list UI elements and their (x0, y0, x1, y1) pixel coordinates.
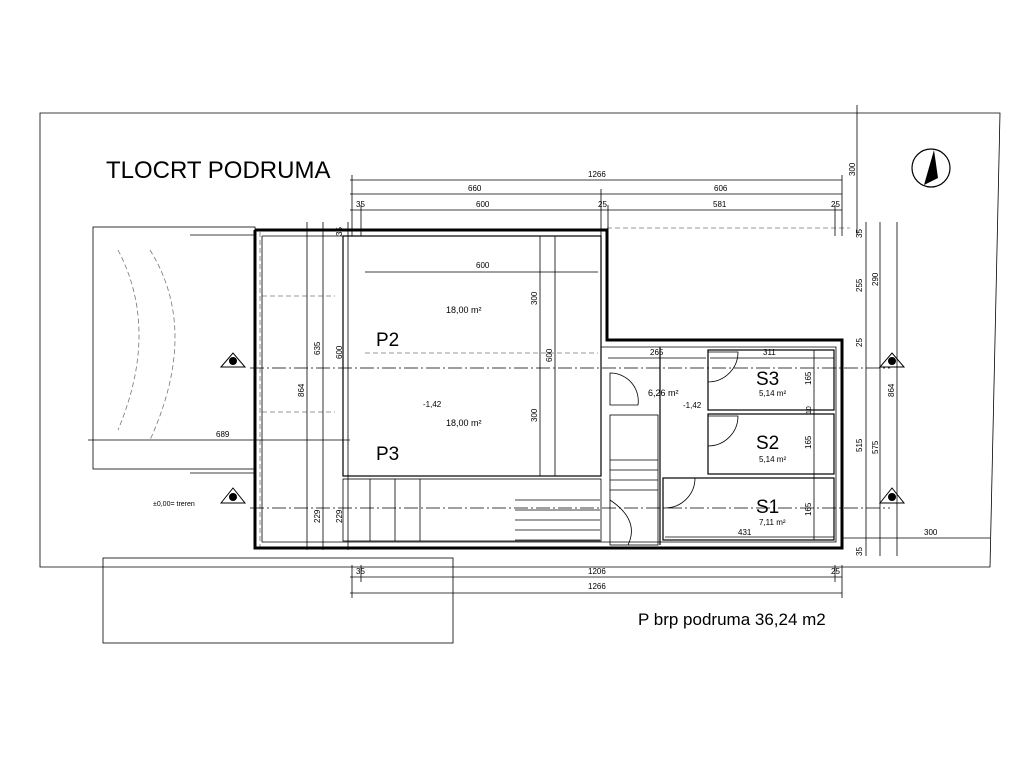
dim-bot-1266: 1266 (588, 582, 606, 591)
dim-s-165a: 165 (804, 371, 813, 385)
section-marker-1-left: 1 (219, 487, 247, 504)
ramp-area (92, 226, 256, 470)
dim-top-300: 300 (848, 162, 857, 176)
door-s1 (664, 477, 696, 509)
dim-room-300b: 300 (530, 408, 539, 422)
parking-room (342, 235, 602, 477)
dim-left-229a: 229 (313, 509, 322, 523)
building-walls (253, 228, 844, 550)
room-area-s1: 7,11 m² (759, 518, 786, 527)
dim-top-606: 606 (714, 184, 728, 193)
dim-s-165c: 165 (804, 502, 813, 516)
area-summary: P brp podruma 36,24 m2 (638, 610, 826, 629)
dim-right-35b: 35 (855, 547, 864, 556)
svg-text:2: 2 (889, 358, 893, 365)
dim-s-10: 10 (806, 406, 813, 414)
dim-right-25: 25 (855, 338, 864, 347)
north-arrow-icon (911, 148, 951, 188)
dim-bot-1206: 1206 (588, 567, 606, 576)
section-marker-2-right: 2 (878, 352, 906, 368)
dim-top-600: 600 (476, 200, 490, 209)
dim-right-300: 300 (924, 528, 938, 537)
dim-right-290: 290 (871, 272, 880, 286)
svg-text:1: 1 (230, 494, 234, 501)
dim-lines-top (350, 105, 858, 236)
dim-right-255: 255 (855, 278, 864, 292)
section-marker-2-left: 2 (219, 352, 247, 368)
dim-right-515: 515 (855, 438, 864, 452)
dim-top-660: 660 (468, 184, 482, 193)
door-s3 (707, 351, 739, 383)
room-area-s2: 5,14 m² (759, 455, 786, 464)
dim-left-600: 600 (335, 345, 344, 359)
door-s2 (707, 415, 739, 447)
dim-room-600-v: 600 (545, 348, 554, 362)
dim-top-581: 581 (713, 200, 727, 209)
dim-top-35: 35 (356, 200, 365, 209)
stairs-lower (342, 478, 602, 542)
dim-top-25b: 25 (831, 200, 840, 209)
dim-left-689: 689 (216, 430, 230, 439)
ramp-swing-arc (117, 249, 140, 431)
dim-lines-bottom (350, 565, 843, 598)
room-area-p2: 18,00 m² (446, 305, 482, 315)
dim-bot-35: 35 (356, 567, 365, 576)
dim-left-229b: 229 (335, 509, 344, 523)
dim-s-311: 311 (763, 348, 776, 357)
dim-top-25a: 25 (598, 200, 607, 209)
drawing-title: TLOCRT PODRUMA (106, 157, 330, 184)
storage-s2 (707, 413, 835, 475)
room-label-s3: S3 (756, 369, 779, 390)
stairs-core (609, 414, 659, 546)
dim-lines-storage (608, 350, 834, 540)
svg-text:1: 1 (889, 494, 893, 501)
room-label-s1: S1 (756, 497, 779, 518)
room-level-p3: -1,42 (423, 400, 442, 409)
dim-s-265: 265 (650, 348, 664, 357)
storage-s3 (707, 349, 835, 411)
hall-area: 6,26 m² (648, 388, 679, 398)
door-hall (609, 372, 639, 406)
room-area-s3: 5,14 m² (759, 389, 786, 398)
dim-s-431: 431 (738, 528, 752, 537)
ground-level-note: ±0,00= treren (153, 501, 195, 508)
dim-lines-right (842, 222, 990, 556)
dim-inner-600: 600 (476, 261, 490, 270)
dim-right-575: 575 (871, 440, 880, 454)
stairs-middle (515, 499, 600, 541)
hall-level: -1,42 (683, 401, 702, 410)
room-label-p3: P3 (376, 444, 399, 465)
dim-left-864: 864 (297, 383, 306, 397)
svg-text:2: 2 (230, 358, 234, 365)
room-label-s2: S2 (756, 433, 779, 454)
dim-left-635: 635 (313, 341, 322, 355)
dim-top-total: 1266 (588, 170, 606, 179)
ramp-swing-arc-2 (149, 249, 176, 441)
dim-right-864: 864 (887, 383, 896, 397)
dim-lines-left (88, 222, 350, 550)
storage-s1 (662, 477, 835, 541)
room-label-p2: P2 (376, 330, 399, 351)
dim-s-165b: 165 (804, 435, 813, 449)
dim-left-35: 35 (335, 227, 344, 236)
section-marker-1-right: 1 (878, 487, 906, 504)
dim-room-300a: 300 (530, 291, 539, 305)
dim-right-35a: 35 (855, 229, 864, 238)
site-boundary (39, 112, 1001, 568)
dim-bot-25: 25 (831, 567, 840, 576)
neighbour-plot-hatch (102, 557, 454, 644)
room-area-p3: 18,00 m² (446, 418, 482, 428)
